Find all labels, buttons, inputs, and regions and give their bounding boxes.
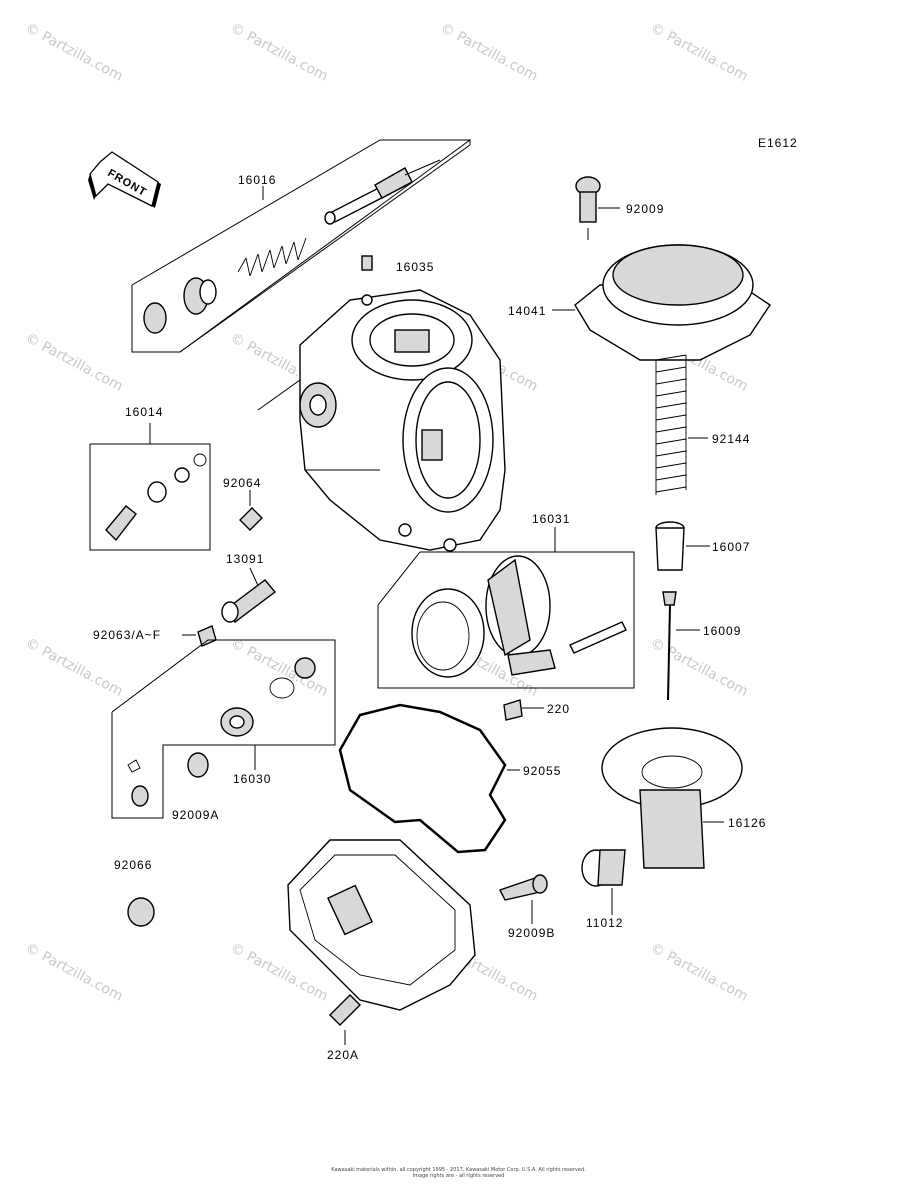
screws-92064-13091-drawing — [182, 490, 277, 647]
part-label-16035[interactable]: 16035 — [396, 260, 435, 274]
part-label-220A[interactable]: 220A — [327, 1048, 360, 1062]
part-label-92063[interactable]: 92063/A~F — [93, 628, 162, 642]
kit-16030-drawing — [111, 639, 336, 819]
part-label-16009[interactable]: 16009 — [703, 624, 742, 638]
part-label-16126[interactable]: 16126 — [728, 816, 767, 830]
kit-16014-drawing — [89, 423, 211, 551]
part-label-16031[interactable]: 16031 — [532, 512, 571, 526]
part-label-92055[interactable]: 92055 — [523, 764, 562, 778]
diagram-code: E1612 — [758, 136, 798, 150]
part-label-92144[interactable]: 92144 — [712, 432, 751, 446]
part-label-16014[interactable]: 16014 — [125, 405, 164, 419]
part-label-11012[interactable]: 11012 — [586, 916, 624, 930]
part-label-92009B[interactable]: 92009B — [508, 926, 556, 940]
right-column-parts-drawing — [499, 176, 771, 924]
part-label-220[interactable]: 220 — [547, 702, 571, 716]
kit-16016-drawing — [131, 139, 471, 353]
part-label-14041[interactable]: 14041 — [508, 304, 547, 318]
copyright-notice: Kawasaki materials within, all copyright… — [0, 1167, 917, 1179]
part-label-92066[interactable]: 92066 — [114, 858, 153, 872]
part-label-16007[interactable]: 16007 — [712, 540, 751, 554]
gasket-92055-drawing — [338, 703, 520, 854]
kit-16031-drawing — [377, 527, 635, 689]
front-arrow-icon: FRONT — [88, 151, 161, 208]
part-label-92064[interactable]: 92064 — [223, 476, 262, 490]
part-label-16016[interactable]: 16016 — [238, 173, 277, 187]
part-label-13091[interactable]: 13091 — [226, 552, 265, 566]
cap-92066-drawing — [127, 897, 155, 927]
part-label-92009[interactable]: 92009 — [626, 202, 665, 216]
copyright-line-2: Image rights are - all rights reserved — [412, 1173, 505, 1179]
carburetor-body-drawing — [257, 255, 506, 552]
float-bowl-drawing — [287, 839, 476, 1045]
copyright-line-1: Kawasaki materials within, all copyright… — [331, 1167, 586, 1173]
part-label-92009A[interactable]: 92009A — [172, 808, 220, 822]
screw-220-drawing — [503, 699, 544, 721]
part-label-16030[interactable]: 16030 — [233, 772, 272, 786]
